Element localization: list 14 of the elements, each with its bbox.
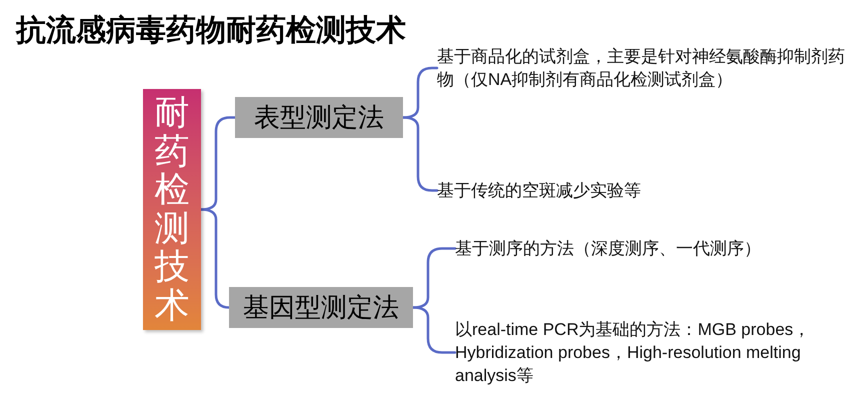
description-text: 基于传统的空斑减少实验等 — [437, 179, 641, 202]
brace-connector — [402, 116, 438, 192]
category-box: 表型测定法 — [235, 97, 403, 138]
brace-connector — [412, 247, 456, 309]
description-text: 基于测序的方法（深度测序、一代测序） — [455, 237, 761, 260]
brace-connector — [200, 116, 236, 211]
brace-connector — [412, 306, 456, 354]
description-text: 基于商品化的试剂盒，主要是针对神经氨酸酶抑制剂药物（仅NA抑制剂有商品化检测试剂盒） — [437, 45, 849, 91]
topic-box: 耐药检测技术 — [143, 89, 201, 330]
brace-connector — [402, 66, 438, 119]
brace-connector — [200, 208, 230, 309]
category-box: 基因型测定法 — [229, 287, 413, 328]
title: 抗流感病毒药物耐药检测技术 — [16, 13, 406, 49]
description-text: 以real-time PCR为基础的方法：MGB probes， Hybridization probes，High-resolution melting analysis等 — [455, 318, 847, 387]
